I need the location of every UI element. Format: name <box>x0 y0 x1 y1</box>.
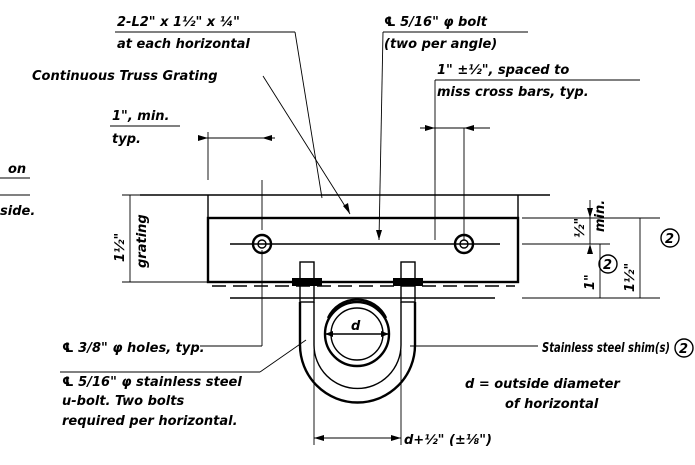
d-dimension-label: d+½" (±⅛") <box>404 433 492 448</box>
pipe-diameter-symbol: d <box>351 319 361 334</box>
right-min-value: ½" <box>573 218 588 238</box>
annotation-labels: 2-L2" x 1½" x ¼" at each horizontal ℄ 5/… <box>0 15 680 448</box>
ubolt-size-label: ℄ 5/16" φ stainless steel <box>62 375 242 390</box>
grating-plate <box>140 194 550 299</box>
left-cut-label: on <box>8 162 26 177</box>
detail-marker-1-icon <box>598 254 618 274</box>
horizontal-pipe <box>323 298 391 368</box>
spacing-label: 1" ±½", spaced to <box>437 63 569 78</box>
shim-label: Stainless steel shim(s) <box>542 341 670 356</box>
nut-right-icon <box>393 278 423 286</box>
detail-marker-2-number: 2 <box>665 232 674 247</box>
min-typ-label: typ. <box>112 132 141 147</box>
bolt-size-label: ℄ 5/16" φ bolt <box>384 15 488 30</box>
leaders <box>0 31 660 445</box>
right-dim-2-value: 1½" <box>623 263 638 292</box>
left-side-label: side. <box>0 204 35 219</box>
grating-outline <box>206 216 520 284</box>
ubolt-count-label: u-bolt. Two bolts <box>62 394 184 409</box>
d-definition-note: of horizontal <box>505 397 599 412</box>
u-bolt <box>292 261 423 404</box>
grating-dim-label: grating <box>135 214 150 268</box>
detail-marker-2-icon <box>660 228 680 248</box>
grating-dim-value: 1½" <box>113 233 128 262</box>
grating-label: Continuous Truss Grating <box>32 69 218 84</box>
right-min-label: min. <box>593 200 608 232</box>
d-definition-label: d = outside diameter <box>465 377 621 392</box>
detail-marker-3-icon <box>674 338 694 358</box>
bolt-count-label: (two per angle) <box>384 37 497 52</box>
nut-left-icon <box>292 278 322 286</box>
spacing-note-label: miss cross bars, typ. <box>437 85 589 100</box>
holes-label: ℄ 3/8" φ holes, typ. <box>62 341 205 356</box>
detail-marker-3-number: 2 <box>679 342 688 357</box>
right-dim-1-value: 1" <box>583 274 598 290</box>
ubolt-note-label: required per horizontal. <box>62 414 238 429</box>
angle-location-label: at each horizontal <box>117 37 250 52</box>
min-label: 1", min. <box>112 109 169 124</box>
detail-marker-1-number: 2 <box>603 258 612 273</box>
angle-size-label: 2-L2" x 1½" x ¼" <box>117 15 240 30</box>
